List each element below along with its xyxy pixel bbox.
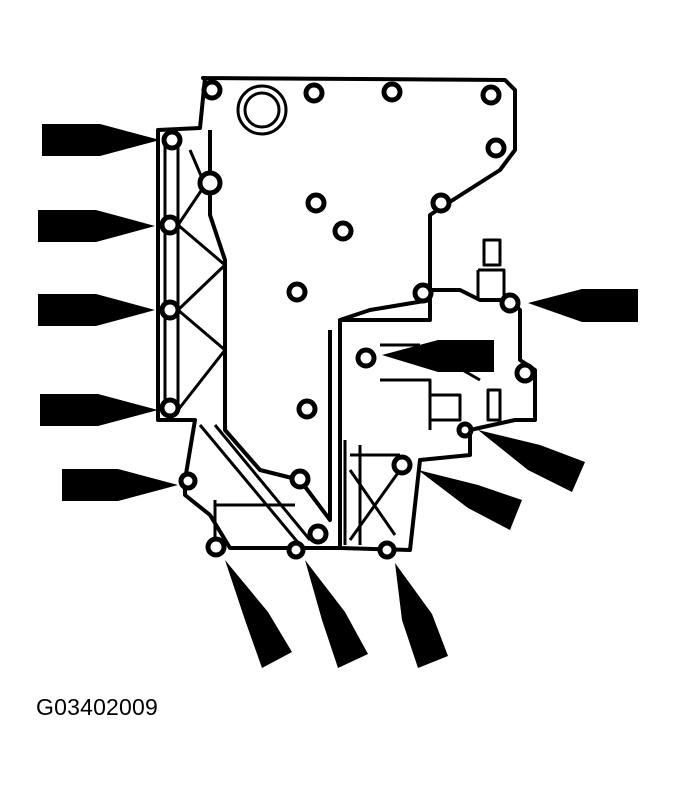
bolt-hole — [430, 192, 452, 214]
arrow-icon — [225, 560, 292, 668]
bolt-hole — [161, 129, 183, 151]
figure-caption: G03402009 — [36, 694, 159, 720]
port-ring-inner — [243, 91, 281, 129]
bolt-hole — [159, 214, 181, 236]
arrow-icon — [305, 560, 368, 668]
bolt-hole — [391, 454, 413, 476]
bolt-hole — [159, 397, 181, 419]
arrow-icon — [40, 394, 158, 426]
arrow-icon — [528, 289, 638, 322]
bolt-hole — [499, 292, 521, 314]
bolt-hole — [286, 540, 306, 560]
right-assembly — [380, 238, 506, 430]
arrow-icon — [418, 470, 522, 530]
plate-inner-edge — [208, 130, 332, 522]
bolt-hole — [456, 421, 474, 439]
bolt-hole — [480, 84, 502, 106]
bolt-hole — [178, 471, 198, 491]
arrow-icon — [38, 294, 155, 326]
bolt-hole — [514, 362, 536, 384]
lower-ribs — [198, 424, 402, 546]
bolt-hole — [307, 523, 329, 545]
left-frame — [163, 135, 227, 411]
port-ring — [236, 84, 288, 136]
bolt-hole — [296, 398, 318, 420]
bolt-holes — [159, 79, 536, 560]
arrow-icon — [38, 210, 155, 242]
arrow-icon — [62, 469, 178, 501]
bolt-hole — [412, 282, 434, 304]
bolt-hole — [305, 192, 327, 214]
bolt-hole — [205, 536, 227, 558]
bolt-hole — [332, 220, 354, 242]
bolt-hole — [159, 299, 181, 321]
bolt-hole — [286, 281, 308, 303]
bolt-hole — [197, 170, 223, 196]
bolt-hole — [355, 347, 377, 369]
arrow-icon — [395, 563, 448, 668]
bolt-hole — [485, 137, 507, 159]
arrow-icon — [382, 340, 494, 372]
pointer-arrows — [38, 124, 638, 668]
arrow-icon — [478, 430, 585, 492]
bolt-hole — [289, 468, 311, 490]
bolt-hole — [381, 81, 403, 103]
bolt-hole — [303, 82, 325, 104]
bolt-hole — [377, 540, 397, 560]
arrow-icon — [42, 124, 160, 156]
bolt-hole — [201, 79, 223, 101]
